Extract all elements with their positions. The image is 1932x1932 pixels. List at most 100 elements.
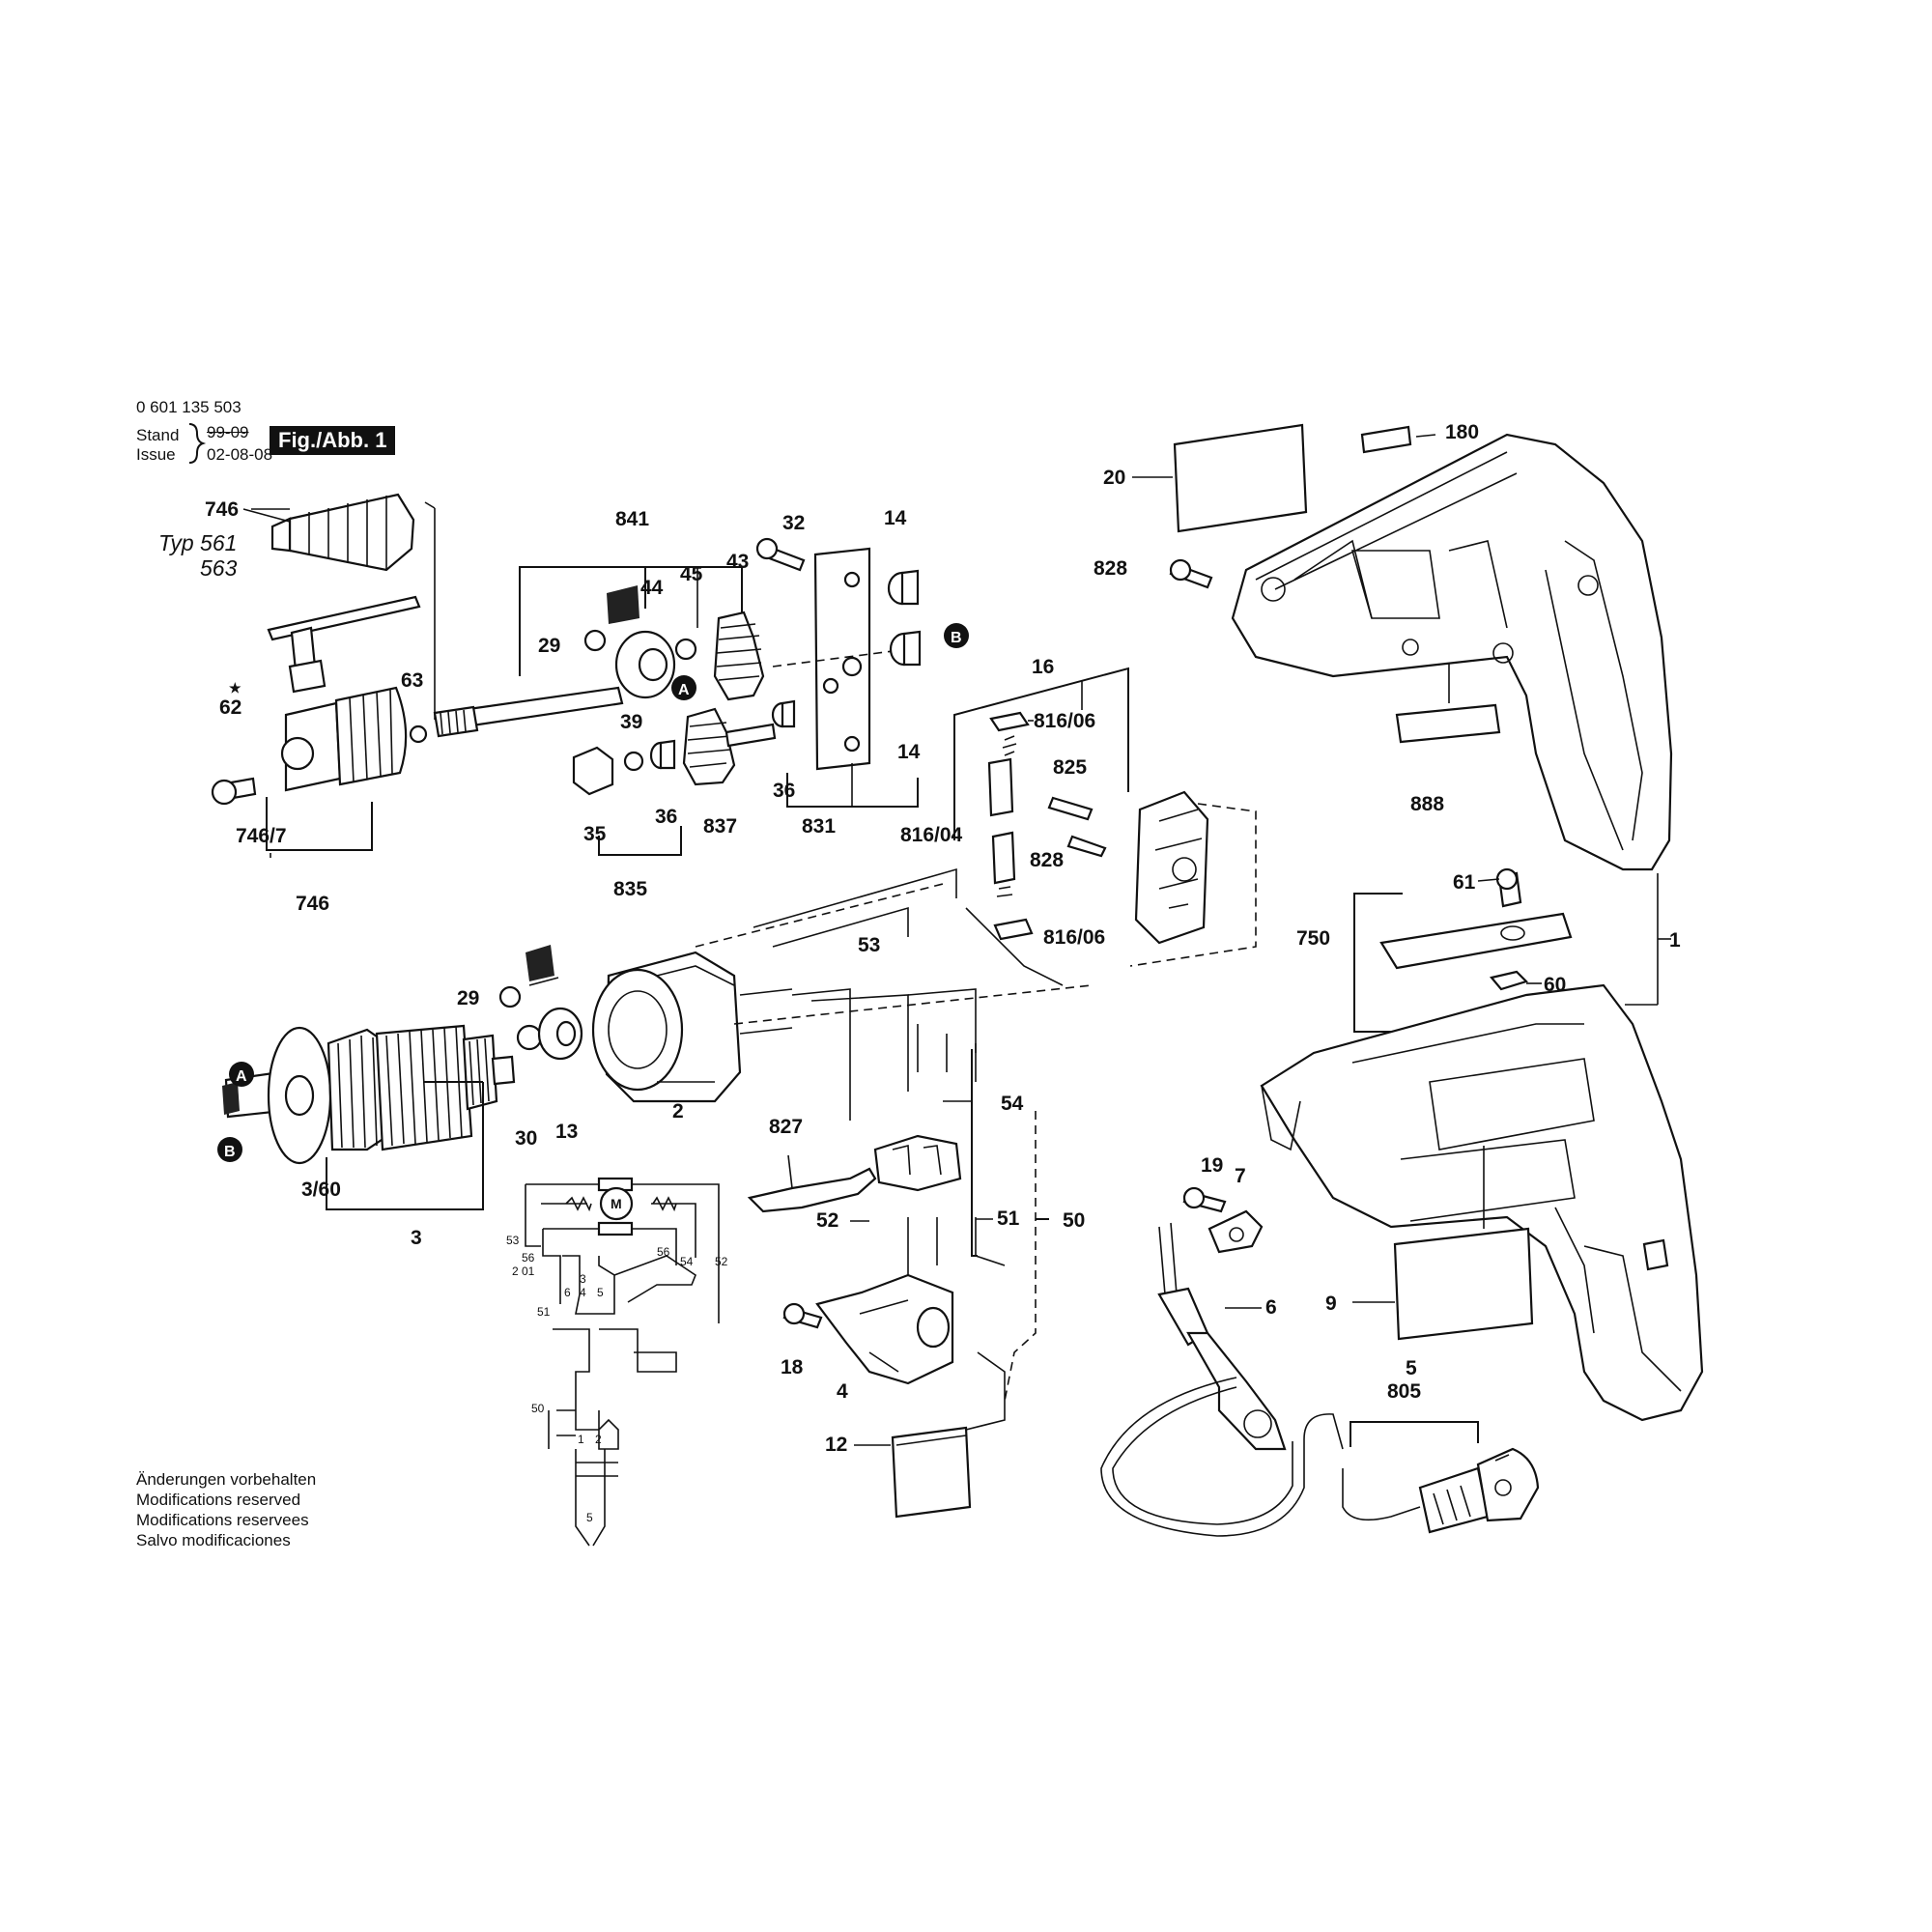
label-828-brush: 828: [1030, 849, 1064, 871]
svg-text:3: 3: [580, 1272, 586, 1286]
label-16: 16: [1032, 656, 1054, 678]
label-36-mid: 36: [773, 780, 795, 802]
svg-text:54: 54: [680, 1255, 694, 1268]
bracket-805: [1350, 1421, 1479, 1447]
ball-bearing-44: [607, 585, 676, 699]
bracket-54: [971, 1049, 978, 1257]
armature-3-60: [222, 1024, 516, 1165]
washer-39: [623, 751, 644, 772]
svg-text:A: A: [236, 1068, 247, 1085]
washer-29-top: [583, 629, 607, 652]
label-831: 831: [802, 815, 836, 838]
housing-shell: [1260, 983, 1704, 1422]
label-888: 888: [1410, 793, 1444, 815]
svg-text:50: 50: [531, 1402, 545, 1415]
switch-4: [815, 1273, 954, 1385]
stand-date: 99-09: [207, 423, 249, 441]
gear-43: [713, 611, 765, 701]
brush-spring-816-06-bottom: [993, 918, 1034, 941]
svg-text:1: 1: [578, 1433, 584, 1446]
label-39: 39: [620, 711, 642, 733]
field-coil-2: [591, 951, 793, 1103]
label-13: 13: [555, 1121, 578, 1143]
gear-837: [682, 707, 777, 786]
brush-spring-816-06-top: [989, 711, 1030, 732]
label-36-low: 36: [655, 806, 677, 828]
label-45: 45: [680, 563, 703, 585]
sleeve-bearing-14-top: [887, 569, 920, 606]
part-number: 0 601 135 503: [136, 398, 242, 416]
label-19: 19: [1201, 1154, 1223, 1177]
label-plate-20: [1173, 423, 1308, 533]
svg-text:5: 5: [597, 1286, 604, 1299]
callout-a-top: A: [671, 675, 696, 700]
label-805: 805: [1387, 1380, 1421, 1403]
svg-text:52: 52: [715, 1255, 728, 1268]
svg-text:51: 51: [537, 1305, 551, 1319]
svg-text:2: 2: [595, 1433, 602, 1446]
bracket-750: [1353, 893, 1403, 1033]
issue-label: Issue: [136, 445, 176, 464]
switch-module-52: [873, 1134, 962, 1192]
issue-date: 02-08-08: [207, 445, 273, 464]
motor-symbol: M: [611, 1196, 622, 1211]
label-51: 51: [997, 1208, 1020, 1230]
svg-text:56: 56: [657, 1245, 670, 1259]
label-828-housing: 828: [1094, 557, 1127, 580]
svg-text:2 01: 2 01: [512, 1264, 535, 1278]
screw-825: [1047, 796, 1094, 821]
svg-text:6: 6: [564, 1286, 571, 1299]
screw-828-brush: [1066, 835, 1107, 858]
nut-60: [1490, 970, 1529, 991]
lever-827: [747, 1154, 877, 1213]
label-53: 53: [858, 934, 880, 956]
label-14-top: 14: [884, 507, 907, 529]
footer-de: Änderungen vorbehalten: [136, 1470, 317, 1489]
type-note-2: 563: [200, 555, 238, 581]
label-5: 5: [1406, 1357, 1417, 1379]
svg-text:4: 4: [580, 1286, 586, 1299]
svg-text:53: 53: [506, 1234, 520, 1247]
sleeve-bearing-14-bottom: [889, 630, 922, 667]
label-62: 62: [219, 696, 242, 719]
left-screw-62: [211, 777, 257, 806]
power-cord-6: [1100, 1222, 1421, 1537]
type-note-1: Typ 561: [158, 530, 238, 555]
label-2: 2: [672, 1100, 684, 1122]
footer-fr: Modifications reservees: [136, 1511, 309, 1529]
keyed-chuck-746-7: [280, 686, 408, 792]
bracket-835: [598, 826, 682, 856]
chuck-key: [267, 595, 421, 694]
bracket-841: [519, 566, 743, 676]
label-750: 750: [1296, 927, 1330, 950]
screw-61: [1495, 867, 1522, 908]
label-44: 44: [640, 577, 664, 599]
bracket-3: [326, 1082, 484, 1210]
label-32: 32: [782, 512, 805, 534]
wire-50: [1004, 1111, 1037, 1402]
label-29-bottom: 29: [457, 987, 479, 1009]
footer-es: Salvo modificaciones: [136, 1531, 291, 1549]
callout-a-bottom: A: [229, 1062, 254, 1087]
label-plate-180: [1360, 425, 1412, 454]
label-54: 54: [1001, 1093, 1024, 1115]
brush-holder: [1134, 790, 1209, 945]
bracket-16: [953, 667, 1129, 840]
callout-b-top: B: [944, 623, 969, 648]
label-plate-9: [1393, 1227, 1534, 1341]
carbon-brush-825: [987, 735, 1017, 817]
ball-bearing-13: [537, 1007, 583, 1061]
label-29-top: 29: [538, 635, 560, 657]
label-816-06-bottom: 816/06: [1043, 926, 1105, 949]
needle-bearing-36b: [649, 739, 676, 770]
washer-30: [516, 1024, 543, 1051]
header-brace: [188, 423, 207, 464]
label-816-04: 816/04: [900, 824, 963, 846]
label-835: 835: [613, 878, 647, 900]
keyless-chuck-746: [242, 493, 415, 572]
switch-slide-750: [1379, 912, 1573, 970]
needle-bearing-36a: [771, 699, 796, 728]
label-3: 3: [411, 1227, 422, 1249]
label-14-bottom: 14: [897, 741, 921, 763]
